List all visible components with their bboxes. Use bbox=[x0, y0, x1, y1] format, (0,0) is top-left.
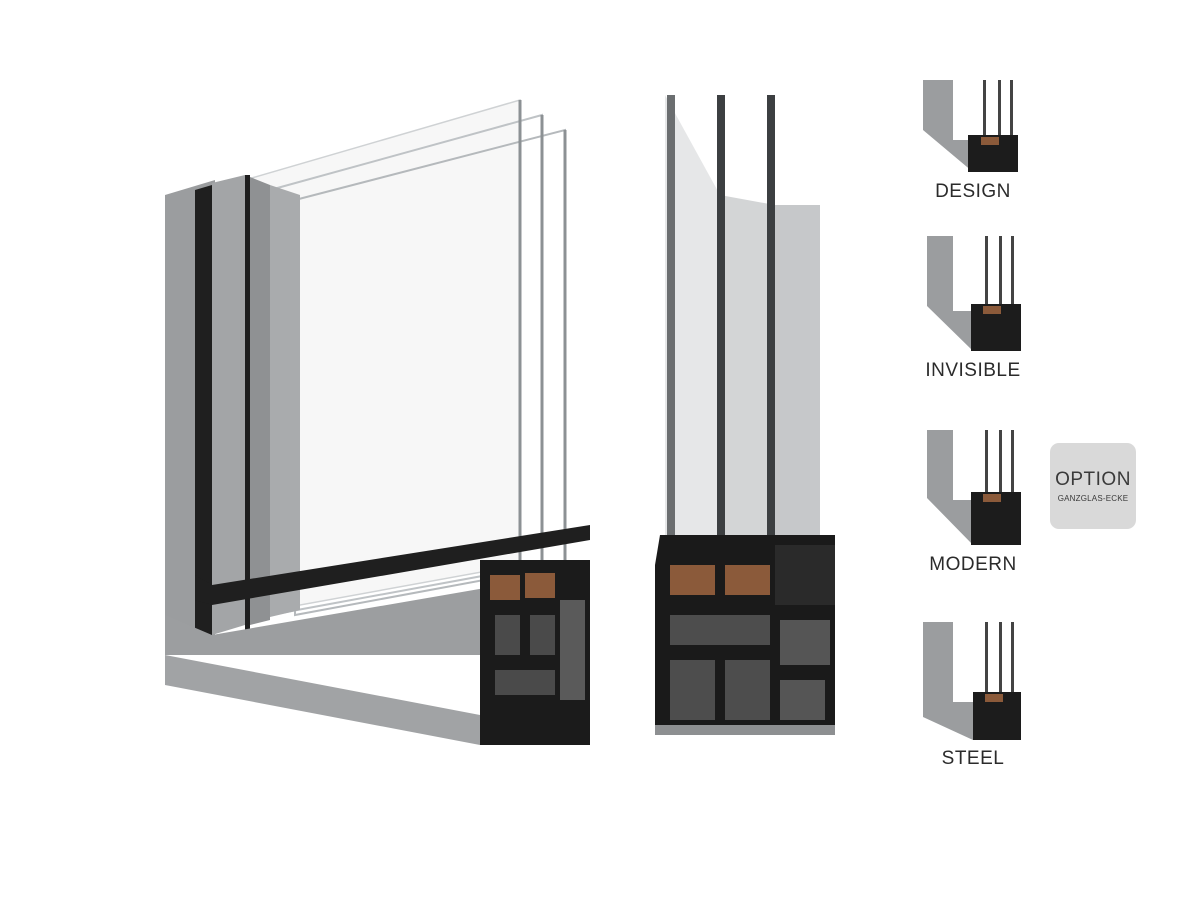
caption-text bbox=[140, 812, 1000, 824]
variant-label: STEEL bbox=[941, 748, 1005, 769]
variant-design[interactable]: DESIGN bbox=[913, 80, 1033, 203]
variant-steel[interactable]: STEEL bbox=[913, 622, 1033, 770]
steel-profile-thumbnail bbox=[923, 622, 1021, 740]
variant-invisible[interactable]: INVISIBLE bbox=[913, 236, 1033, 382]
variant-label: INVISIBLE bbox=[925, 360, 1021, 381]
option-title: OPTION bbox=[1055, 469, 1131, 490]
variant-label: DESIGN bbox=[935, 181, 1011, 202]
variant-label: MODERN bbox=[929, 554, 1017, 575]
invisible-profile-thumbnail bbox=[927, 236, 1021, 351]
window-section-illustration bbox=[655, 95, 835, 735]
variant-modern[interactable]: MODERN bbox=[913, 430, 1033, 576]
option-ganzglas-ecke-button[interactable]: OPTION GANZGLAS-ECKE bbox=[1050, 443, 1136, 529]
option-subtitle: GANZGLAS-ECKE bbox=[1057, 494, 1129, 503]
design-profile-thumbnail bbox=[923, 80, 1018, 172]
modern-profile-thumbnail bbox=[927, 430, 1021, 545]
window-corner-illustration bbox=[165, 99, 590, 745]
